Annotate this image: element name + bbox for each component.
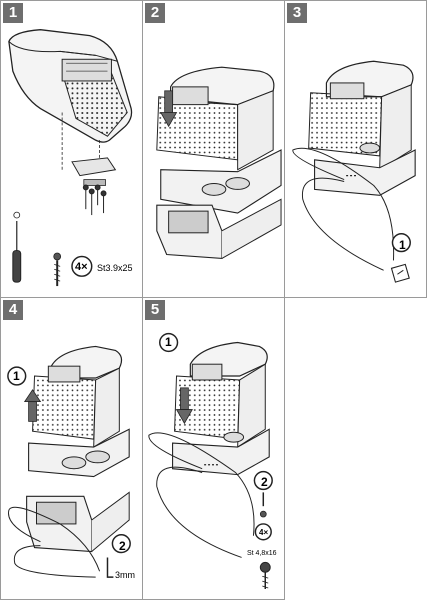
down-arrow-icon — [175, 387, 193, 425]
step-3-panel: 3 1 — [284, 0, 427, 298]
callout-number-1: 1 — [13, 369, 20, 383]
armrest-reinstall-illustration — [148, 332, 273, 590]
quantity-label: 4× — [75, 261, 88, 273]
screw-icon — [53, 252, 62, 287]
step-number: 5 — [145, 300, 165, 320]
up-arrow-icon — [23, 389, 42, 422]
screwdriver-icon — [12, 211, 22, 283]
step-5-panel: 5 — [142, 297, 285, 600]
down-arrow-icon — [160, 90, 178, 128]
armrest-wiring-illustration — [292, 60, 416, 283]
quantity-badge — [71, 255, 93, 277]
callout-number-1: 1 — [165, 335, 172, 349]
step-number: 3 — [287, 3, 307, 23]
step-4-panel: 4 — [0, 297, 143, 600]
allen-key-icon — [106, 557, 114, 578]
bolt-icon — [259, 492, 267, 518]
screw-size-label: St 4,8x16 — [247, 550, 277, 557]
step-number: 2 — [145, 3, 165, 23]
armrest-on-console-illustration — [156, 66, 282, 260]
callout-badge — [391, 233, 411, 253]
quantity-label: 4× — [259, 528, 269, 537]
screw-size-label: St3.9x25 — [97, 263, 133, 273]
key-size-label: 3mm — [115, 570, 135, 580]
callout-number-2: 2 — [261, 475, 268, 489]
screw-icon — [259, 561, 271, 590]
step-number: 4 — [3, 300, 23, 320]
connector-icon — [390, 263, 410, 283]
callout-number-2: 2 — [119, 539, 126, 553]
step-number: 1 — [3, 3, 23, 23]
callout-number: 1 — [399, 238, 406, 252]
step-1-panel: 1 — [0, 0, 143, 298]
step-2-panel: 2 — [142, 0, 285, 298]
armrest-underside-illustration — [8, 29, 133, 287]
armrest-removal-illustration — [7, 345, 131, 578]
